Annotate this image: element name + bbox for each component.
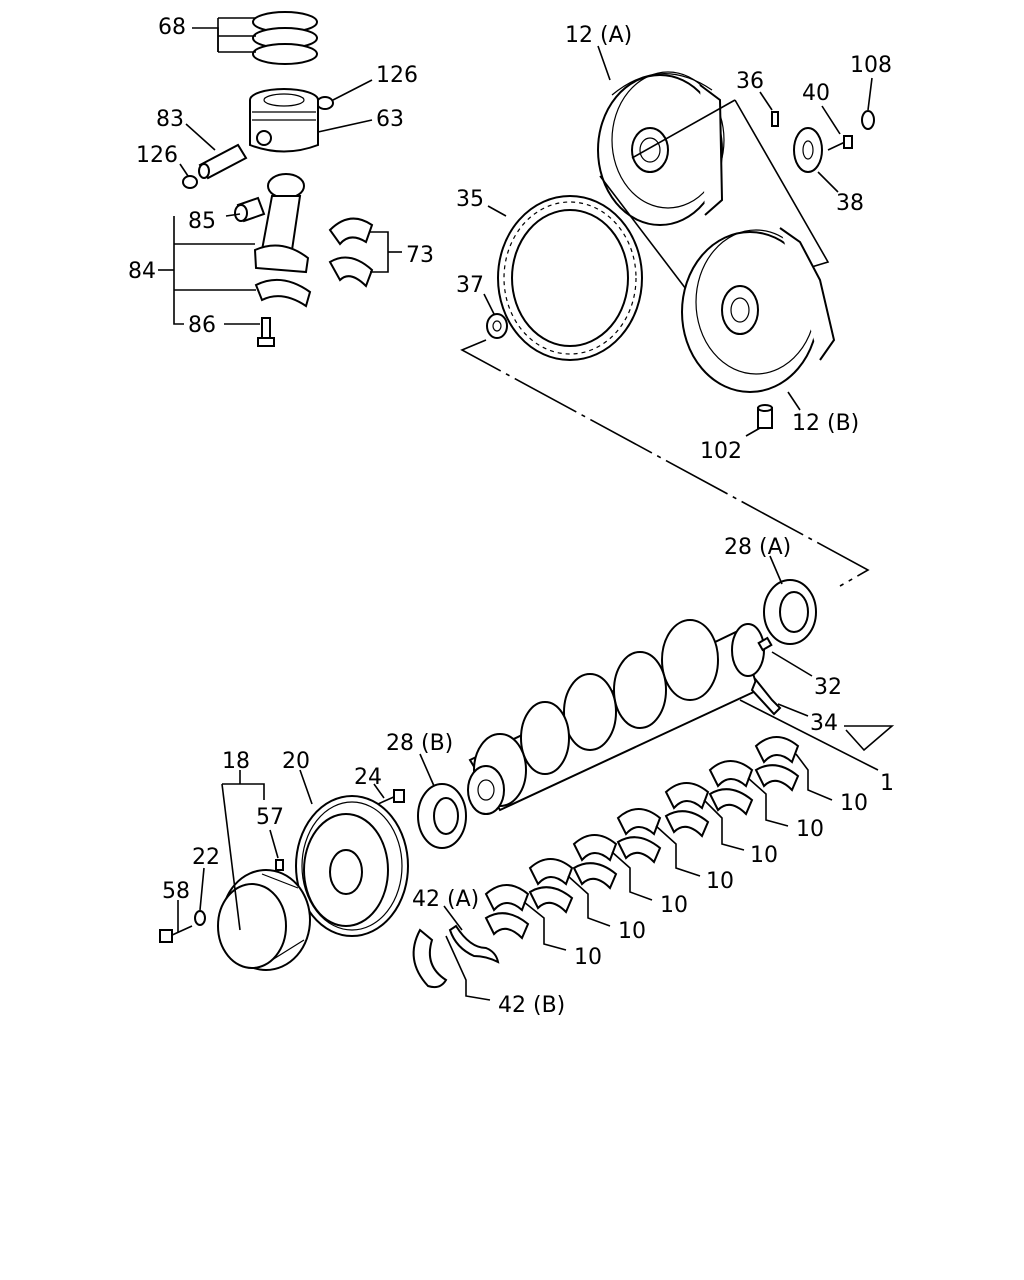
- callout-85: 85: [188, 209, 216, 234]
- rod-cap: [254, 278, 312, 308]
- callout-42b: 42 (B): [498, 993, 565, 1018]
- callout-57: 57: [256, 805, 284, 830]
- callout-35: 35: [456, 187, 484, 212]
- leaders-10: [523, 753, 833, 951]
- flywheel-bolt: [827, 135, 853, 151]
- callout-108: 108: [850, 53, 892, 78]
- callout-102: 102: [700, 439, 742, 464]
- flywheel-dowel: [757, 404, 773, 429]
- callout-10: 10: [574, 945, 602, 970]
- piston: [249, 88, 319, 153]
- rod-bearing-shells: [328, 217, 374, 288]
- piston-rings: [252, 11, 318, 65]
- callout-126-top: 126: [376, 63, 418, 88]
- leader-18: [221, 770, 265, 931]
- rod-bushing: [234, 196, 266, 223]
- callout-36: 36: [736, 69, 764, 94]
- callout-28a: 28 (A): [724, 535, 791, 560]
- leader-73: [370, 231, 402, 273]
- callout-10: 10: [660, 893, 688, 918]
- callout-18: 18: [222, 749, 250, 774]
- callout-10: 10: [840, 791, 868, 816]
- leader-bearings-bracket: [844, 725, 895, 752]
- callout-10: 10: [796, 817, 824, 842]
- thrust-washer-b: [412, 928, 448, 989]
- leader-84: [158, 216, 256, 325]
- callout-1: 1: [880, 771, 894, 796]
- callout-126-lower: 126: [136, 143, 178, 168]
- leader-42: [445, 935, 491, 1001]
- callout-28b: 28 (B): [386, 731, 453, 756]
- crank-gear-a: [763, 579, 817, 645]
- callout-58: 58: [162, 879, 190, 904]
- pulley-pin: [275, 859, 284, 871]
- connecting-rod: [253, 173, 310, 274]
- callout-22: 22: [192, 845, 220, 870]
- callout-63: 63: [376, 107, 404, 132]
- pilot-bearing: [486, 313, 508, 339]
- callout-40: 40: [802, 81, 830, 106]
- ring-gear: [497, 195, 643, 361]
- callout-73: 73: [406, 243, 434, 268]
- crank-pin: [750, 678, 782, 716]
- callout-38: 38: [836, 191, 864, 216]
- leader-1: [739, 699, 879, 771]
- gear-bolt: [377, 789, 405, 805]
- callout-20: 20: [282, 749, 310, 774]
- callout-10: 10: [706, 869, 734, 894]
- snap-ring: [316, 96, 334, 110]
- callout-83: 83: [156, 107, 184, 132]
- assembly-centerline: [460, 339, 870, 587]
- callout-32: 32: [814, 675, 842, 700]
- piston-pin: [198, 143, 248, 180]
- flywheel-a: [597, 71, 725, 226]
- dowel-pin: [771, 111, 779, 127]
- callout-42a: 42 (A): [412, 887, 479, 912]
- crank-gear-b: [417, 783, 467, 849]
- snap-ring: [182, 175, 198, 189]
- o-ring: [861, 110, 875, 130]
- crank-hub: [217, 869, 311, 971]
- callout-12a: 12 (A): [565, 23, 632, 48]
- flywheel-b: [681, 227, 836, 393]
- thrust-washer-a: [448, 924, 500, 964]
- washer: [194, 910, 206, 926]
- callout-24: 24: [354, 765, 382, 790]
- callout-10: 10: [618, 919, 646, 944]
- callout-68: 68: [158, 15, 186, 40]
- flywheel-plate: [793, 127, 823, 173]
- callout-86: 86: [188, 313, 216, 338]
- crank-pulley: [295, 795, 409, 937]
- crank-key: [757, 636, 773, 652]
- callout-34: 34: [810, 711, 838, 736]
- callout-84: 84: [128, 259, 156, 284]
- hub-bolt: [159, 925, 193, 943]
- rod-bolt: [257, 317, 275, 347]
- main-bearing-shells: [484, 736, 800, 940]
- callout-12b: 12 (B): [792, 411, 859, 436]
- crankshaft: [467, 619, 765, 815]
- leader-68: [192, 17, 256, 53]
- callout-10: 10: [750, 843, 778, 868]
- callout-37: 37: [456, 273, 484, 298]
